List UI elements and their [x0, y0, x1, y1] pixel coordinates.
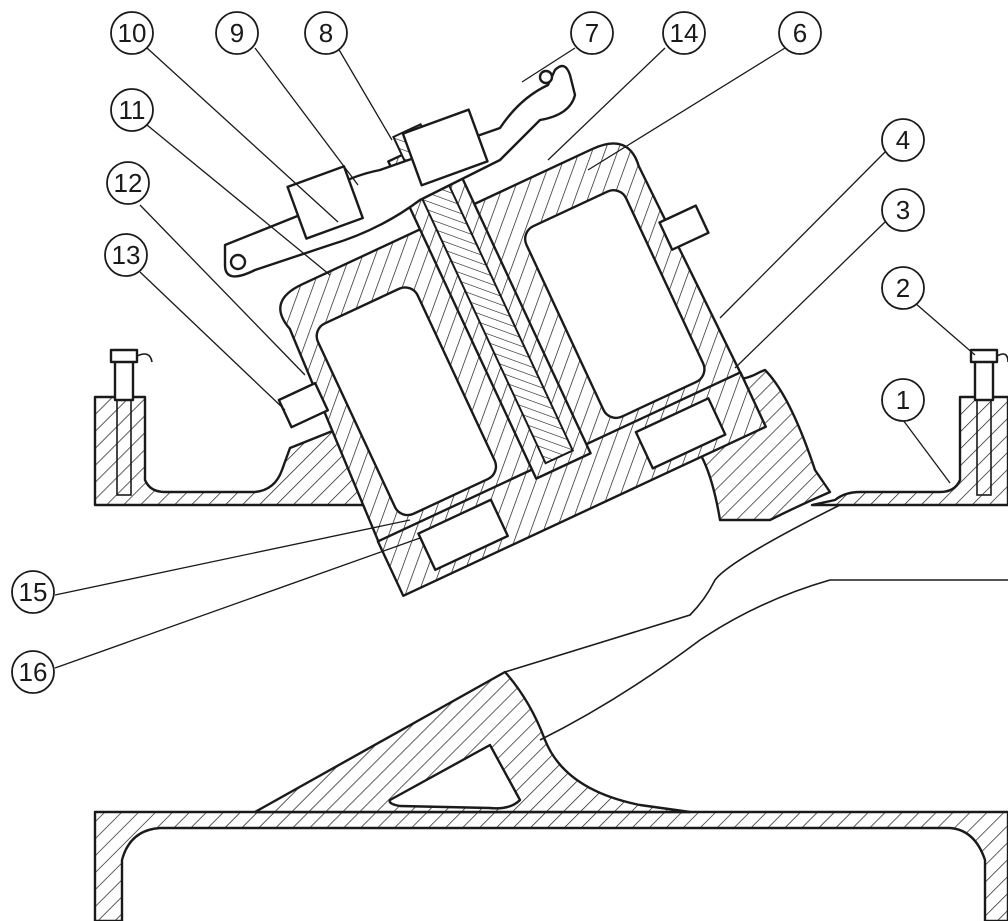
callout-3: 3	[881, 188, 925, 232]
callout-14-label: 14	[670, 18, 699, 48]
spindle	[392, 122, 575, 465]
callout-10: 10	[110, 11, 154, 55]
callout-12-label: 12	[114, 168, 143, 198]
test-point-left	[109, 348, 153, 496]
bonnet	[277, 122, 767, 597]
callout-16: 16	[11, 650, 55, 694]
callout-7-label: 7	[585, 18, 599, 48]
leader-lines	[54, 47, 976, 669]
flow-contour-inner	[539, 579, 1008, 741]
callout-16-label: 16	[19, 657, 48, 687]
seat-partition	[253, 670, 692, 814]
handwheel	[223, 64, 577, 278]
callout-12: 12	[106, 161, 150, 205]
callout-6: 6	[778, 11, 822, 55]
callout-13: 13	[104, 233, 148, 277]
callout-10-label: 10	[118, 18, 147, 48]
callout-1: 1	[881, 378, 925, 422]
callout-1-label: 1	[896, 385, 910, 415]
handwheel-hub-left	[286, 165, 364, 240]
callout-11-label: 11	[119, 95, 146, 125]
bonnet-bolt-left	[277, 381, 330, 429]
left-chamber	[315, 286, 498, 517]
flow-contour	[504, 504, 841, 673]
core-void	[388, 743, 522, 810]
handwheel-cap-screw-right	[538, 69, 554, 85]
right-chamber	[523, 189, 706, 420]
callout-8-label: 8	[319, 18, 333, 48]
callout-14: 14	[662, 11, 706, 55]
callout-9: 9	[215, 11, 259, 55]
callout-6-label: 6	[793, 18, 807, 48]
bonnet-bolt-right	[658, 204, 710, 251]
piston-lower-right	[634, 397, 727, 470]
callout-2-label: 2	[896, 273, 910, 303]
callout-15-label: 15	[19, 577, 48, 607]
test-point-right	[969, 348, 1008, 496]
handwheel-cap-screw-left	[229, 253, 247, 271]
callout-7: 7	[570, 11, 614, 55]
callout-9-label: 9	[230, 18, 244, 48]
callout-13-label: 13	[112, 240, 141, 270]
callout-3-label: 3	[896, 195, 910, 225]
callout-8: 8	[304, 11, 348, 55]
body-bottom-wall	[93, 810, 1008, 921]
callout-2: 2	[881, 266, 925, 310]
callout-4-label: 4	[896, 125, 910, 155]
handwheel-hub-right	[401, 108, 489, 187]
callout-15: 15	[11, 570, 55, 614]
callout-11: 11	[110, 88, 154, 132]
callout-4: 4	[881, 118, 925, 162]
piston-lower-left	[417, 498, 509, 572]
